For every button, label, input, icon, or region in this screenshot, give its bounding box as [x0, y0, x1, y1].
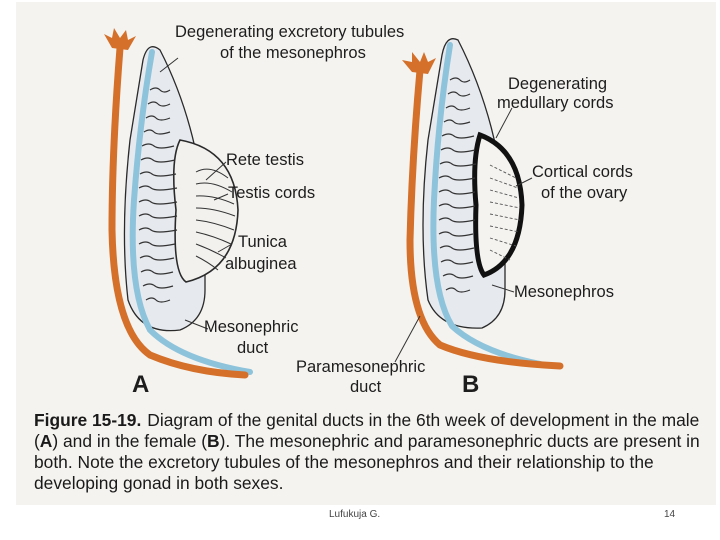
- testis-a: [172, 139, 239, 283]
- panel-b-illustration: Degenerating medullary cords Cortical co…: [296, 38, 633, 398]
- caption-text-part: ) and in the female (: [52, 431, 208, 451]
- caption-text-part: Diagram of the genital ducts in the 6th …: [34, 410, 700, 451]
- label-paramesonephric-1: Paramesonephric: [296, 358, 425, 376]
- excretory-tubules-b: [438, 77, 477, 293]
- ovary-b: [472, 131, 525, 278]
- label-tunica-1: Tunica: [238, 233, 288, 251]
- fimbriae-b: [402, 52, 436, 74]
- figure-caption: Figure 15-19.Diagram of the genital duct…: [34, 410, 718, 494]
- leader-lines-a: [159, 57, 233, 330]
- label-cortical-cords-1: Cortical cords: [532, 163, 633, 181]
- label-mesonephric-1: Mesonephric: [204, 318, 298, 336]
- label-degenerating-medullary-1: Degenerating: [508, 75, 607, 93]
- label-degenerating-tubules-2: of the mesonephros: [220, 44, 366, 62]
- caption-label: Figure 15-19.: [34, 410, 142, 430]
- caption-letter-b: B: [207, 431, 220, 451]
- panel-a-illustration: Degenerating excretory tubules of the me…: [104, 23, 404, 398]
- caption-letter-a: A: [39, 431, 53, 451]
- label-degenerating-medullary-2: medullary cords: [497, 94, 613, 112]
- paramesonephric-duct-b: [406, 66, 564, 370]
- label-rete-testis: Rete testis: [226, 151, 304, 169]
- label-degenerating-tubules-1: Degenerating excretory tubules: [175, 23, 404, 41]
- label-paramesonephric-2: duct: [350, 378, 382, 396]
- panel-letter-b: B: [462, 371, 479, 398]
- label-cortical-cords-2: of the ovary: [541, 184, 628, 202]
- mesonephric-duct-b: [430, 42, 543, 367]
- panel-letter-a: A: [132, 371, 149, 398]
- leader-lines-b: [394, 107, 533, 363]
- mesonephric-duct-a: [129, 49, 253, 375]
- genital-ducts-diagram: Degenerating excretory tubules of the me…: [104, 23, 633, 398]
- fimbriae-a: [104, 28, 136, 50]
- excretory-tubules-a: [138, 87, 178, 303]
- footer-author: Lufukuja G.: [329, 509, 381, 520]
- label-testis-cords: Testis cords: [228, 184, 315, 202]
- caption-text: Diagram of the genital ducts in the 6th …: [34, 410, 700, 493]
- page-number: 14: [664, 509, 676, 520]
- testis-cords-a: [195, 168, 236, 271]
- caption-text-part: ). The mesonephric and paramesonephric d…: [34, 431, 700, 493]
- label-mesonephric-2: duct: [237, 339, 269, 357]
- label-mesonephros: Mesonephros: [514, 283, 614, 301]
- label-tunica-2: albuginea: [225, 255, 297, 273]
- paramesonephric-duct-a: [108, 44, 249, 379]
- cortical-cords-b: [489, 164, 521, 261]
